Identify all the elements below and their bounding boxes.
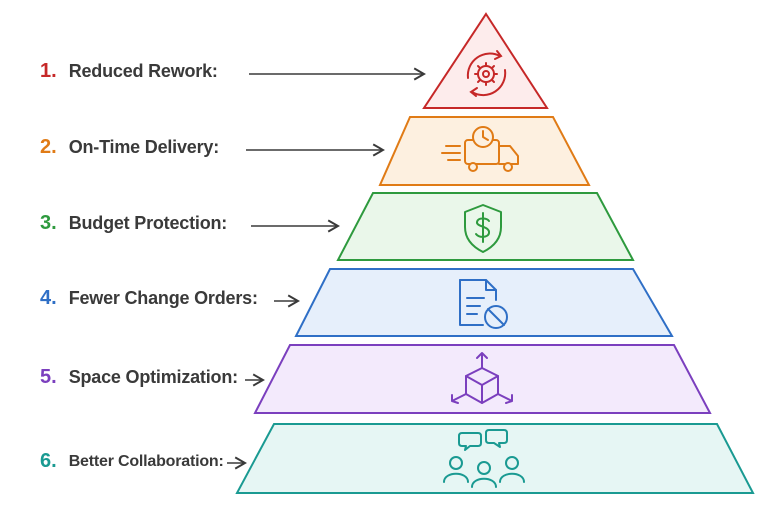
- layer-text-4: Fewer Change Orders:: [68, 288, 258, 308]
- layer-label-3: 3. Budget Protection:: [40, 212, 227, 235]
- layer-text-6: Better Collaboration:: [68, 452, 224, 470]
- gear-cycle-icon: [466, 50, 507, 97]
- layer-text-2: On-Time Delivery:: [68, 137, 220, 157]
- layer-number-6: 6.: [40, 450, 57, 472]
- team-chat-icon: [443, 429, 525, 488]
- delivery-truck-clock-icon: [441, 126, 519, 172]
- layer-number-5: 5.: [40, 366, 57, 388]
- pyramid-layer-2: [378, 116, 591, 186]
- layer-text-1: Reduced Rework:: [68, 61, 218, 81]
- pyramid-layer-1: [422, 12, 549, 109]
- layer-label-2: 2. On-Time Delivery:: [40, 136, 219, 159]
- pyramid-layer-6: [235, 423, 755, 494]
- pyramid-layer-5: [253, 344, 712, 414]
- layer-number-3: 3.: [40, 212, 57, 234]
- cube-arrows-icon: [451, 352, 513, 404]
- layer-label-1: 1. Reduced Rework:: [40, 60, 218, 83]
- layer-number-1: 1.: [40, 60, 57, 82]
- layer-number-2: 2.: [40, 136, 57, 158]
- layer-text-5: Space Optimization:: [68, 367, 238, 387]
- pyramid-layer-4: [294, 268, 674, 337]
- document-blocked-icon: [459, 279, 508, 329]
- layer-label-4: 4. Fewer Change Orders:: [40, 287, 258, 310]
- pyramid-layer-3: [336, 192, 635, 261]
- layer-text-3: Budget Protection:: [68, 213, 228, 233]
- layer-label-6: 6. Better Collaboration:: [40, 450, 224, 473]
- dollar-shield-icon: [464, 204, 502, 253]
- layer-label-5: 5. Space Optimization:: [40, 366, 238, 389]
- layer-number-4: 4.: [40, 287, 57, 309]
